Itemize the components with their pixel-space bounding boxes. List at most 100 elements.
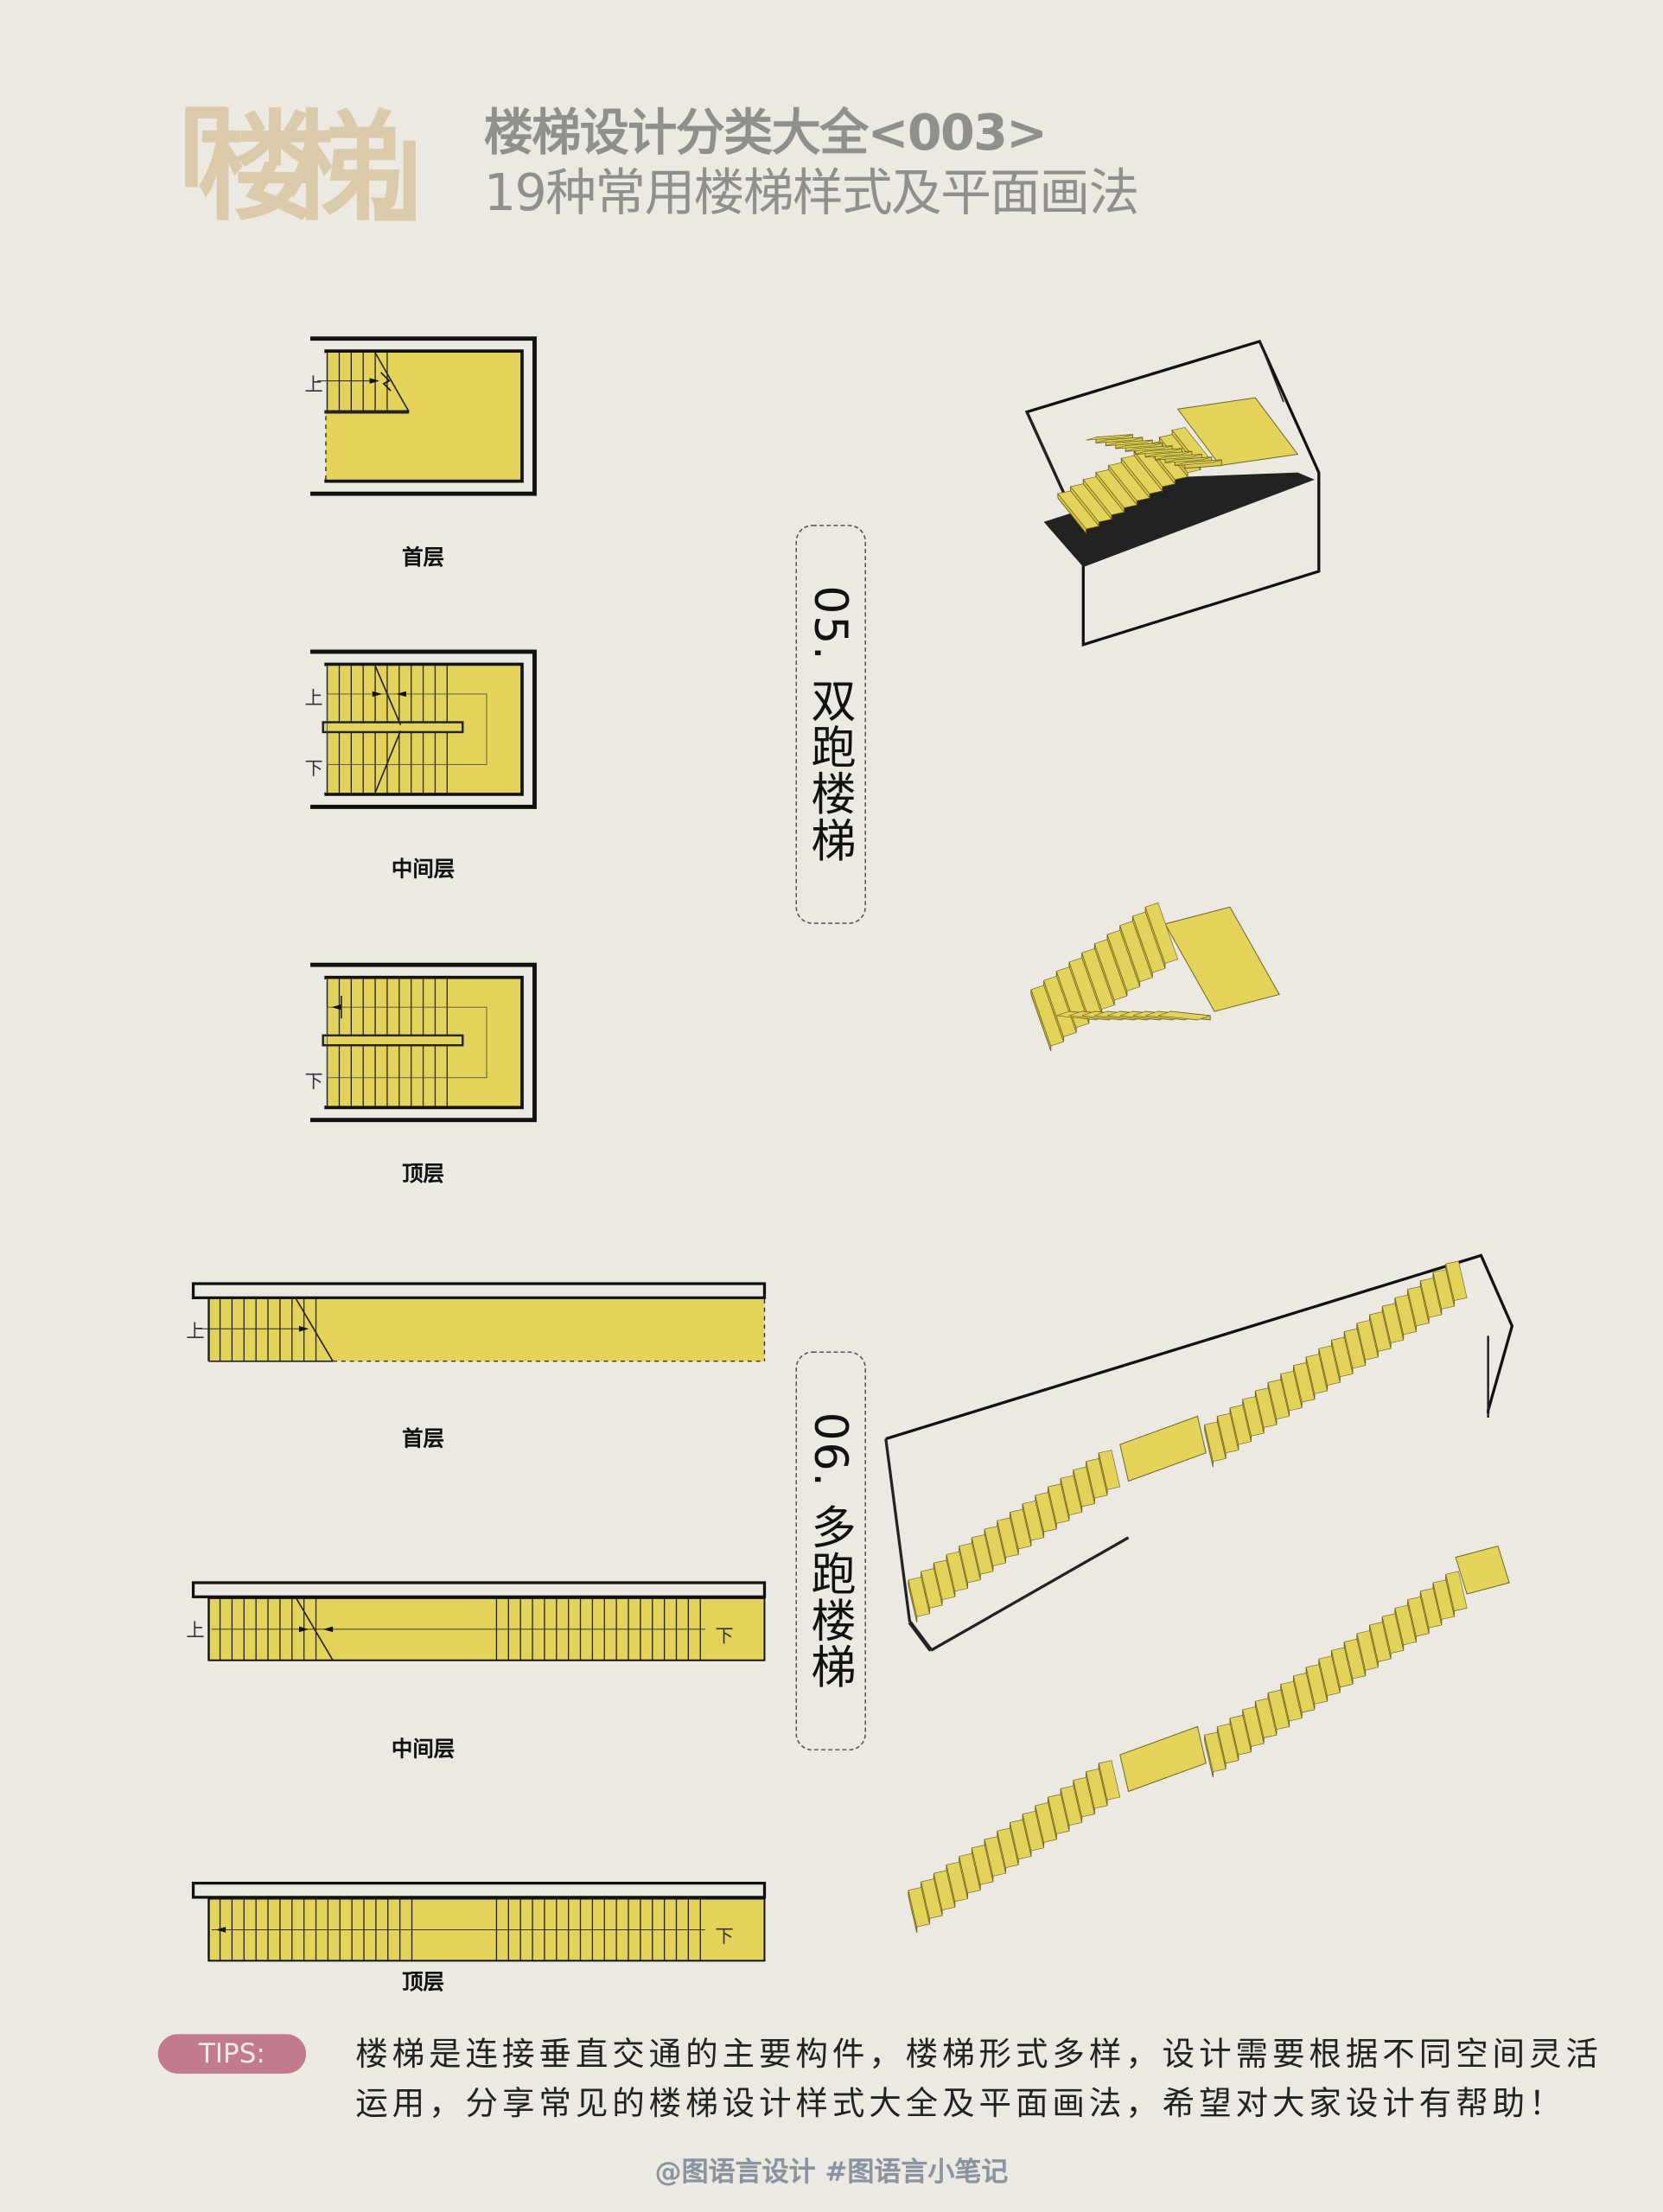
stair-tread xyxy=(1229,1715,1252,1756)
stair-tread xyxy=(1095,469,1137,508)
stair-tread xyxy=(1381,1613,1405,1654)
stair-tread xyxy=(1060,1475,1083,1516)
stair-tread xyxy=(971,1845,994,1885)
floor-label: 中间层 xyxy=(391,1736,456,1763)
stair-tread xyxy=(1229,1404,1252,1445)
section-06-label: 06. 多跑楼梯 xyxy=(795,1351,866,1751)
arrow-icon xyxy=(322,1626,334,1633)
stair-tread xyxy=(1125,445,1173,452)
stair-landing xyxy=(1119,1725,1207,1793)
stair-fill xyxy=(325,352,521,480)
stair-tread xyxy=(1343,1328,1367,1369)
stair-tread xyxy=(1115,443,1163,449)
stair-tread xyxy=(921,1878,943,1919)
wall-outline xyxy=(310,962,537,1123)
stair-tread xyxy=(1267,1379,1290,1420)
stair-tread xyxy=(1305,1664,1328,1705)
stair-tread xyxy=(1086,1769,1108,1809)
stair-tread xyxy=(1356,1320,1379,1361)
stair-tread xyxy=(1086,1457,1108,1499)
stair-tread xyxy=(1204,1731,1227,1773)
stair-tread xyxy=(1343,1638,1367,1680)
header-tag: 「楼梯」 xyxy=(110,99,491,238)
stair-tread xyxy=(1356,1630,1379,1671)
stair-tread xyxy=(908,1577,930,1617)
stair-tread xyxy=(1010,1508,1032,1550)
wall-outline xyxy=(191,1581,767,1598)
page-title: 楼梯设计分类大全<003> xyxy=(483,105,1048,163)
stair-tread xyxy=(984,1836,1006,1877)
stair-tread xyxy=(1057,490,1099,530)
stair-tread xyxy=(1254,1387,1278,1428)
stair-landing xyxy=(1119,1415,1207,1482)
stair-tread xyxy=(959,1542,981,1584)
tips-text: 楼梯是连接垂直交通的主要构件，楼梯形式多样，设计需要根据不同空间灵活运用，分享常… xyxy=(355,2037,1602,2124)
stair-tread xyxy=(1131,911,1166,973)
stair-tread xyxy=(1157,1010,1211,1021)
stair-tread xyxy=(1164,456,1212,463)
arrow-icon xyxy=(298,1626,309,1633)
stair-tread xyxy=(1048,1794,1070,1834)
floor-label: 顶层 xyxy=(402,1161,445,1187)
stair-tread xyxy=(959,1852,981,1894)
arrow-icon xyxy=(396,691,406,698)
footer-tags: @图语言设计 #图语言小笔记 xyxy=(654,2157,1009,2189)
stair-tread xyxy=(1394,1294,1417,1335)
stair-direction-label: 下 xyxy=(304,1071,322,1093)
stair-direction-label: 上 xyxy=(304,374,322,396)
floor-label: 首层 xyxy=(402,1425,445,1452)
section-05-label: 05. 双跑楼梯 xyxy=(795,525,866,924)
stair-tread xyxy=(921,1568,943,1609)
stair-tread xyxy=(1081,948,1115,1010)
stair-tread xyxy=(1098,1760,1121,1801)
stair-tread xyxy=(1381,1303,1405,1343)
stair-direction-label: 下 xyxy=(715,1626,733,1648)
stair-tread xyxy=(1293,1362,1316,1403)
stair-tread xyxy=(1280,1370,1303,1412)
stair-direction-label: 上 xyxy=(186,1620,204,1641)
break-mark xyxy=(380,372,392,392)
wall-inner xyxy=(324,975,524,1110)
arrow-icon xyxy=(298,1325,309,1332)
stair-tread xyxy=(1035,1802,1057,1843)
stair-tread xyxy=(1073,1466,1095,1508)
wall-3d xyxy=(884,1438,912,1622)
wall-3d xyxy=(930,1536,1130,1652)
stair-tread xyxy=(1369,1622,1392,1662)
stair-tread xyxy=(1242,1706,1265,1747)
stair-tread xyxy=(1267,1689,1290,1731)
cut-line xyxy=(295,1597,334,1661)
stair-tread xyxy=(1135,448,1182,455)
walk-line xyxy=(327,1006,487,1079)
wall-inner xyxy=(324,349,524,483)
walk-line xyxy=(327,693,487,765)
wall-outline xyxy=(310,649,537,809)
stair-tread xyxy=(1331,1647,1354,1688)
stair-tread xyxy=(1369,1311,1392,1352)
page-subtitle: 19种常用楼梯样式及平面画法 xyxy=(483,164,1140,223)
stair-direction-label: 上 xyxy=(186,1321,204,1342)
stair-tread xyxy=(1407,1285,1430,1327)
arrow-icon xyxy=(372,691,383,698)
stair-tread xyxy=(1082,476,1125,516)
stair-tread xyxy=(1086,434,1133,441)
wall-3d xyxy=(1258,341,1284,403)
stair-tread xyxy=(1145,450,1193,458)
stair-tread xyxy=(1254,1698,1278,1738)
wall-3d xyxy=(885,1253,1514,1441)
stair-tread xyxy=(946,1551,968,1592)
stair-tread xyxy=(1043,975,1077,1037)
wall-inner xyxy=(324,662,524,796)
stair-tread xyxy=(1022,1810,1044,1852)
cut-line xyxy=(374,665,402,726)
stair-direction-label: 下 xyxy=(304,758,322,780)
stair-tread xyxy=(1073,1776,1095,1818)
stair-tread xyxy=(1216,1723,1239,1764)
stair-outline xyxy=(207,1597,766,1661)
stair-tread xyxy=(1216,1412,1239,1454)
stair-landing xyxy=(1455,1545,1510,1595)
stair-tread xyxy=(1108,462,1150,501)
stair-tread xyxy=(1098,1450,1121,1490)
